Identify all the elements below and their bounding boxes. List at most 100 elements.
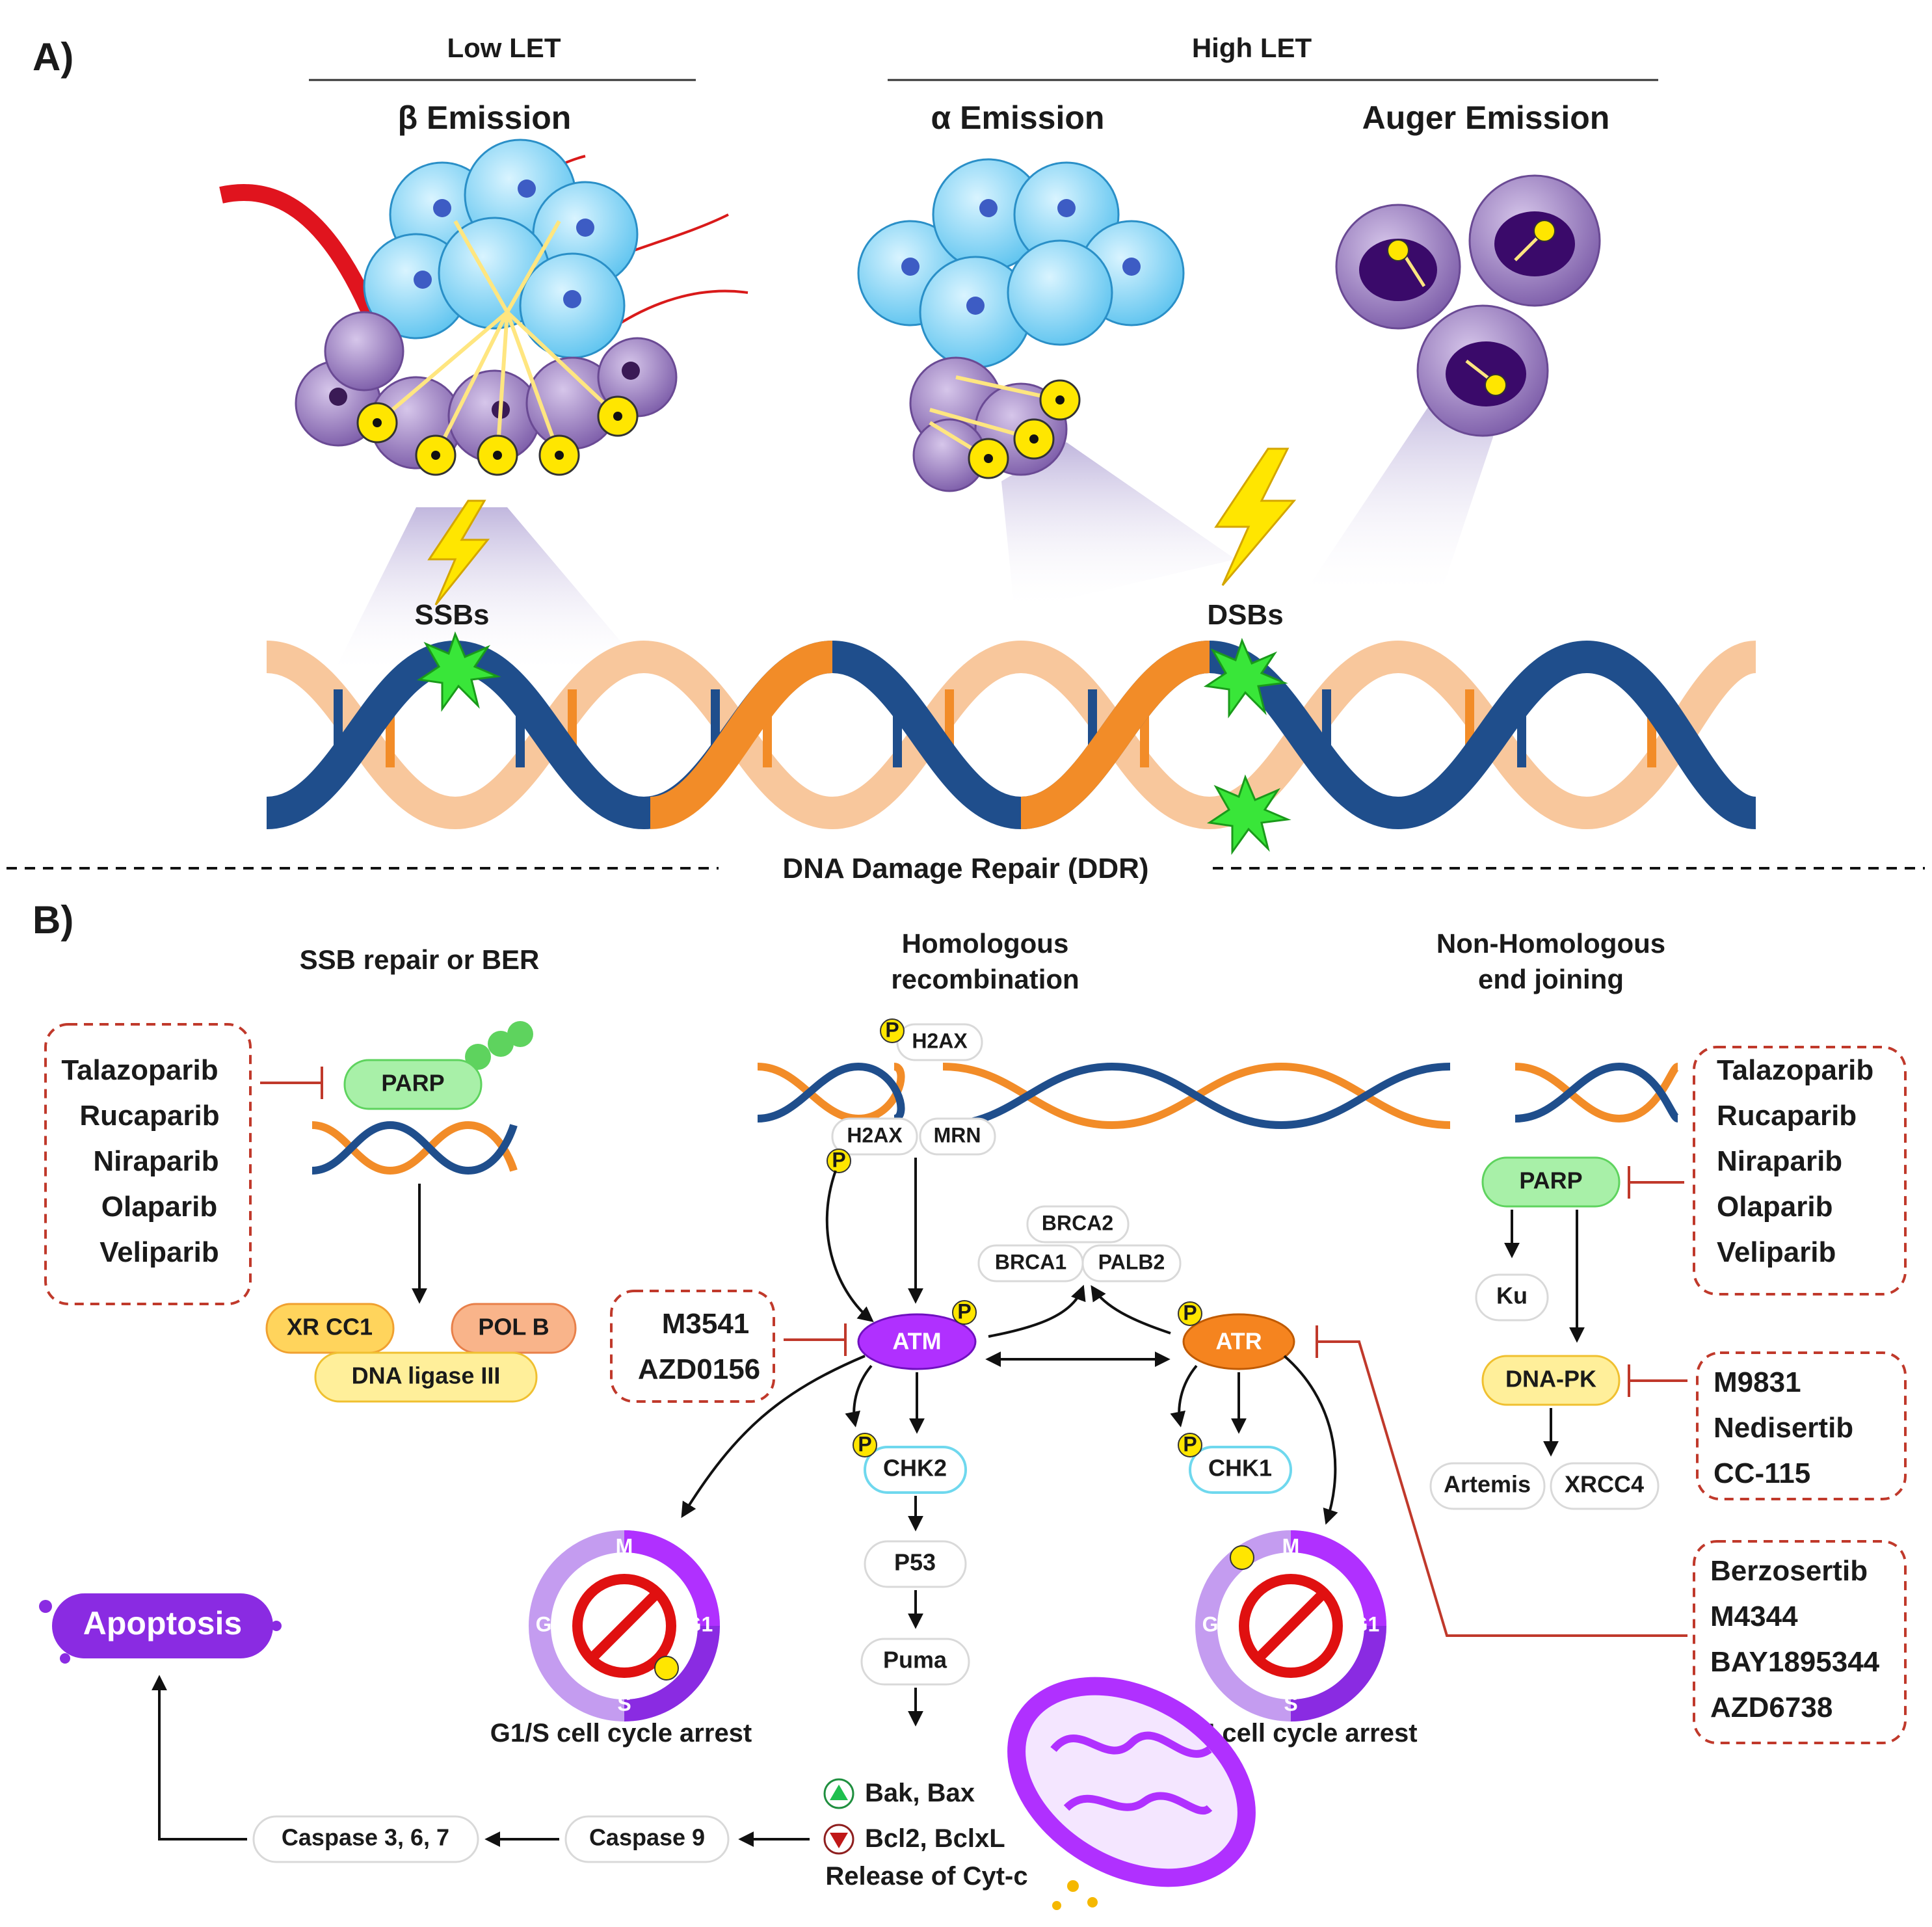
atr-to-g2m-arrow	[1283, 1355, 1338, 1525]
phosphate-badge	[1178, 1301, 1202, 1326]
svg-text:Caspase 3, 6, 7: Caspase 3, 6, 7	[282, 1824, 449, 1851]
drug-name: M3541	[662, 1308, 750, 1340]
svg-text:P53: P53	[894, 1549, 936, 1576]
lightning-icon	[1214, 447, 1297, 586]
nhej-parp-node: PARP	[1481, 1156, 1621, 1208]
puma-node: Puma	[860, 1638, 970, 1686]
alpha-beam	[1001, 442, 1236, 611]
svg-text:PALB2: PALB2	[1098, 1250, 1165, 1273]
drug-name: Rucaparib	[79, 1100, 219, 1132]
svg-text:G2: G2	[536, 1612, 564, 1636]
svg-text:M: M	[1282, 1534, 1300, 1558]
drug-name: Berzosertib	[1710, 1555, 1868, 1587]
svg-text:G2: G2	[1202, 1612, 1230, 1636]
drug-name: BAY1895344	[1710, 1646, 1880, 1678]
drug-name: Talazoparib	[1717, 1054, 1873, 1086]
svg-text:DNA-PK: DNA-PK	[1505, 1366, 1596, 1392]
blood-vessel-icon	[219, 184, 399, 367]
radiation-icon	[1387, 220, 1555, 396]
svg-text:H2AX: H2AX	[847, 1123, 903, 1147]
low-let-heading: Low LET	[447, 33, 561, 63]
palb2-node	[1081, 1244, 1182, 1282]
svg-text:P: P	[957, 1299, 971, 1323]
svg-text:G1: G1	[685, 1612, 713, 1636]
svg-text:Caspase 9: Caspase 9	[589, 1824, 705, 1851]
svg-text:Bcl2, BclxL: Bcl2, BclxL	[865, 1824, 1005, 1853]
svg-text:DNA ligase III: DNA ligase III	[352, 1362, 501, 1389]
dna-helix-icon	[311, 1121, 518, 1175]
atm-node: ATM P	[857, 1299, 977, 1370]
svg-text:ATR: ATR	[1215, 1328, 1262, 1355]
svg-text:G1: G1	[1352, 1612, 1380, 1636]
dnapk-node: DNA-PK	[1481, 1355, 1621, 1406]
svg-text:POL B: POL B	[478, 1314, 549, 1340]
svg-text:BRCA2: BRCA2	[1042, 1211, 1113, 1234]
drug-name: Rucaparib	[1717, 1100, 1857, 1132]
svg-text:CHK1: CHK1	[1208, 1455, 1272, 1482]
mitochondria-icon	[1007, 1677, 1256, 1910]
tumor-cell-icon	[1335, 174, 1601, 437]
cell-cycle-stop-icon: M G1 S G2	[529, 1530, 720, 1721]
nhej-drug-list: Talazoparib Rucaparib Niraparib Olaparib…	[1717, 1054, 1873, 1268]
tumor-cell-icon	[857, 158, 1185, 369]
artemis-node: Artemis	[1429, 1462, 1546, 1510]
beta-emission-label: β Emission	[398, 100, 572, 136]
xrcc1-node: XR CC1	[265, 1303, 395, 1354]
bak-bax-row: Bak, Bax	[823, 1778, 975, 1809]
lightning-icon	[427, 499, 490, 605]
ku-node: Ku	[1475, 1273, 1549, 1322]
mrn-node: MRN	[919, 1117, 996, 1156]
svg-text:Apoptosis: Apoptosis	[83, 1605, 242, 1641]
beta-tumor-illustration	[219, 139, 748, 476]
dna-ligase-node: DNA ligase III	[314, 1351, 538, 1403]
h2ax-bottom-node: H2AX P	[827, 1117, 918, 1173]
drug-name: AZD0156	[638, 1353, 760, 1385]
brca2-node	[1026, 1205, 1130, 1243]
drug-name: Veliparib	[1717, 1236, 1836, 1268]
chk2-node: CHK2 P	[853, 1432, 967, 1494]
atr-to-brca-arrow	[1091, 1285, 1171, 1335]
panel-b-label: B)	[33, 898, 73, 942]
radiation-icon	[356, 395, 639, 476]
drug-name: Olaparib	[1717, 1191, 1833, 1223]
ssb-parp-node: PARP	[343, 1021, 533, 1110]
svg-text:P: P	[858, 1432, 871, 1455]
drug-name: Nedisertib	[1714, 1412, 1853, 1444]
svg-text:Bak, Bax: Bak, Bax	[865, 1779, 975, 1807]
atm-to-brca-arrow	[988, 1284, 1086, 1338]
nhej-title-line1: Non-Homologous	[1436, 928, 1665, 959]
dna-helix-icon	[757, 1062, 1680, 1130]
auger-beam	[1301, 390, 1509, 598]
svg-text:S: S	[1284, 1692, 1297, 1715]
svg-text:CHK2: CHK2	[883, 1455, 947, 1482]
svg-text:ATM: ATM	[892, 1328, 941, 1355]
cytc-release-label: Release of Cyt-c	[825, 1862, 1027, 1891]
ssb-drug-list: Talazoparib Rucaparib Niraparib Olaparib…	[61, 1054, 219, 1268]
svg-text:P: P	[1183, 1301, 1197, 1324]
caspase367-node: Caspase 3, 6, 7	[252, 1815, 479, 1863]
caspase9-node: Caspase 9	[564, 1815, 730, 1863]
svg-text:S: S	[617, 1692, 631, 1715]
drug-name: Niraparib	[1717, 1145, 1842, 1177]
dnapk-drug-box	[1696, 1351, 1907, 1500]
svg-text:XRCC4: XRCC4	[1565, 1471, 1644, 1498]
h2ax-to-atm-arrow	[825, 1170, 874, 1323]
radiation-icon	[968, 379, 1081, 479]
drug-name: AZD6738	[1710, 1692, 1833, 1723]
bcl2-row: Bcl2, BclxL	[823, 1824, 1005, 1855]
dsbs-label: DSBs	[1207, 599, 1283, 631]
alpha-emission-label: α Emission	[931, 100, 1105, 136]
alpha-tumor-illustration	[857, 158, 1185, 492]
svg-text:MRN: MRN	[934, 1123, 981, 1147]
drug-name: Niraparib	[93, 1145, 218, 1177]
ssb-drug-box	[44, 1023, 252, 1305]
drug-name: Olaparib	[101, 1191, 218, 1223]
up-arrow-icon	[830, 1785, 848, 1800]
tumor-cell-icon	[363, 139, 639, 359]
phosphate-badge	[880, 1018, 905, 1043]
down-arrow-icon	[830, 1833, 848, 1848]
atm-drug-box	[610, 1290, 775, 1403]
auger-emission-label: Auger Emission	[1362, 100, 1610, 136]
ssb-parp-label: PARP	[381, 1070, 444, 1096]
g1s-arrest-label: G1/S cell cycle arrest	[490, 1719, 752, 1748]
